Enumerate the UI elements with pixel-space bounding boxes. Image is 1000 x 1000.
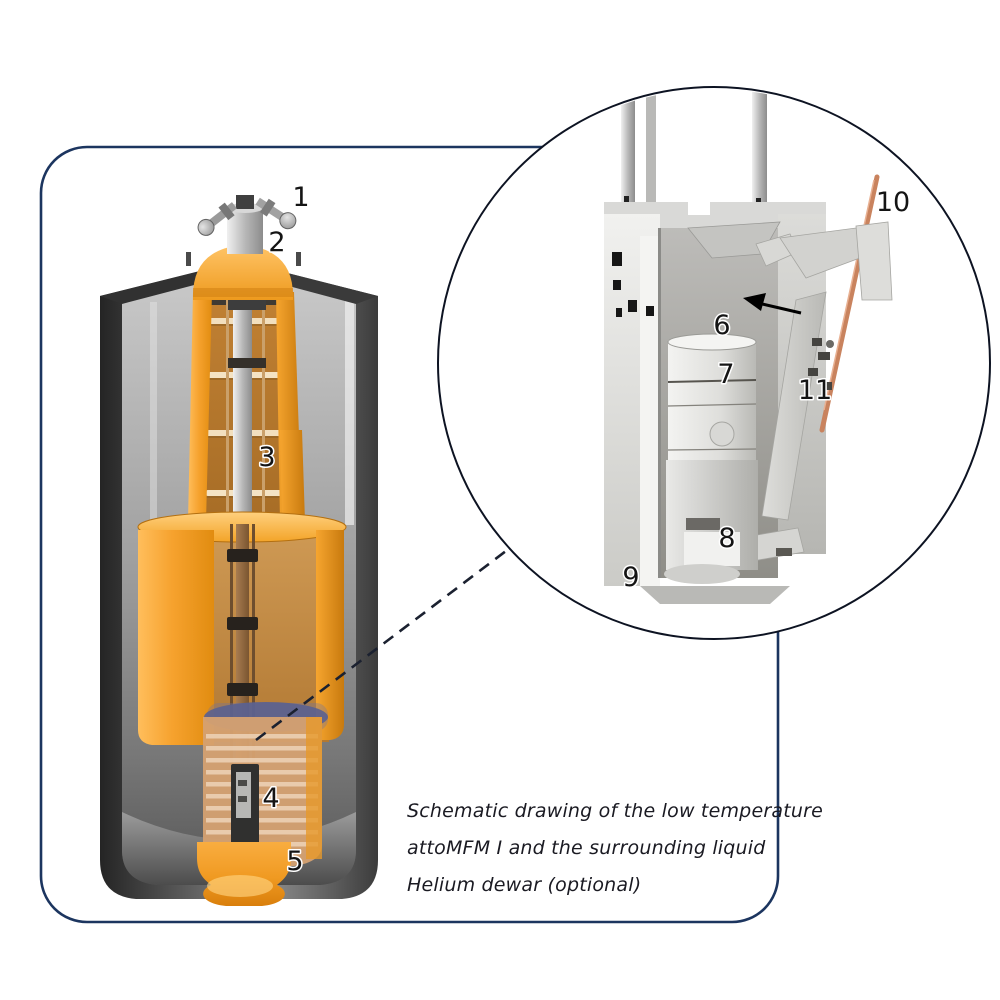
inset-connector-line (255, 549, 507, 742)
insert-dome-base-shade (193, 288, 293, 297)
bracket-screws (808, 338, 834, 390)
callout-6: 6 (713, 310, 730, 341)
figure-caption: Schematic drawing of the low temperature… (407, 800, 823, 896)
insert-neck-wall-left (188, 292, 212, 522)
outer-shield-cut-face (640, 236, 660, 586)
positioner-stack (667, 333, 757, 460)
insert-neck-wall-right-low (280, 430, 305, 522)
neck-support-rod (226, 300, 266, 520)
dome-pin-right (296, 252, 301, 266)
callout-2: 2 (268, 227, 285, 258)
microscope-body (231, 764, 259, 844)
callout-7: 7 (717, 359, 734, 390)
inner-wall-highlight (345, 300, 354, 525)
callout-1: 1 (292, 182, 309, 213)
dome-pin-left (186, 252, 191, 266)
support-rods (621, 89, 767, 212)
callout-9: 9 (622, 562, 639, 593)
inset-content (604, 89, 893, 604)
callout-10: 10 (876, 187, 910, 218)
dewar-drawing (100, 195, 378, 906)
callout-3: 3 (258, 442, 275, 473)
callout-11: 11 (798, 375, 832, 406)
callouts: 1 2 3 4 5 6 7 8 9 10 11 (257, 181, 912, 879)
valve-assembly (197, 197, 297, 236)
housing-bottom (640, 586, 790, 604)
transfer-bracket (715, 221, 893, 568)
copper-rod-highlight (823, 179, 875, 411)
caption-line-2: attoMFM I and the surrounding liquid (407, 837, 766, 859)
insert-dome (193, 245, 293, 300)
insert-bottom-tail (197, 842, 291, 906)
callout-8: 8 (718, 523, 735, 554)
callout-4: 4 (262, 783, 279, 814)
caption-line-3: Helium dewar (optional) (407, 874, 641, 896)
inner-wall-highlight-left (150, 302, 157, 542)
callout-5: 5 (286, 846, 303, 877)
pointer-arrow (743, 293, 802, 315)
caption-line-1: Schematic drawing of the low temperature (407, 800, 823, 822)
scanner-block (664, 460, 758, 584)
panel-slots (612, 252, 654, 317)
